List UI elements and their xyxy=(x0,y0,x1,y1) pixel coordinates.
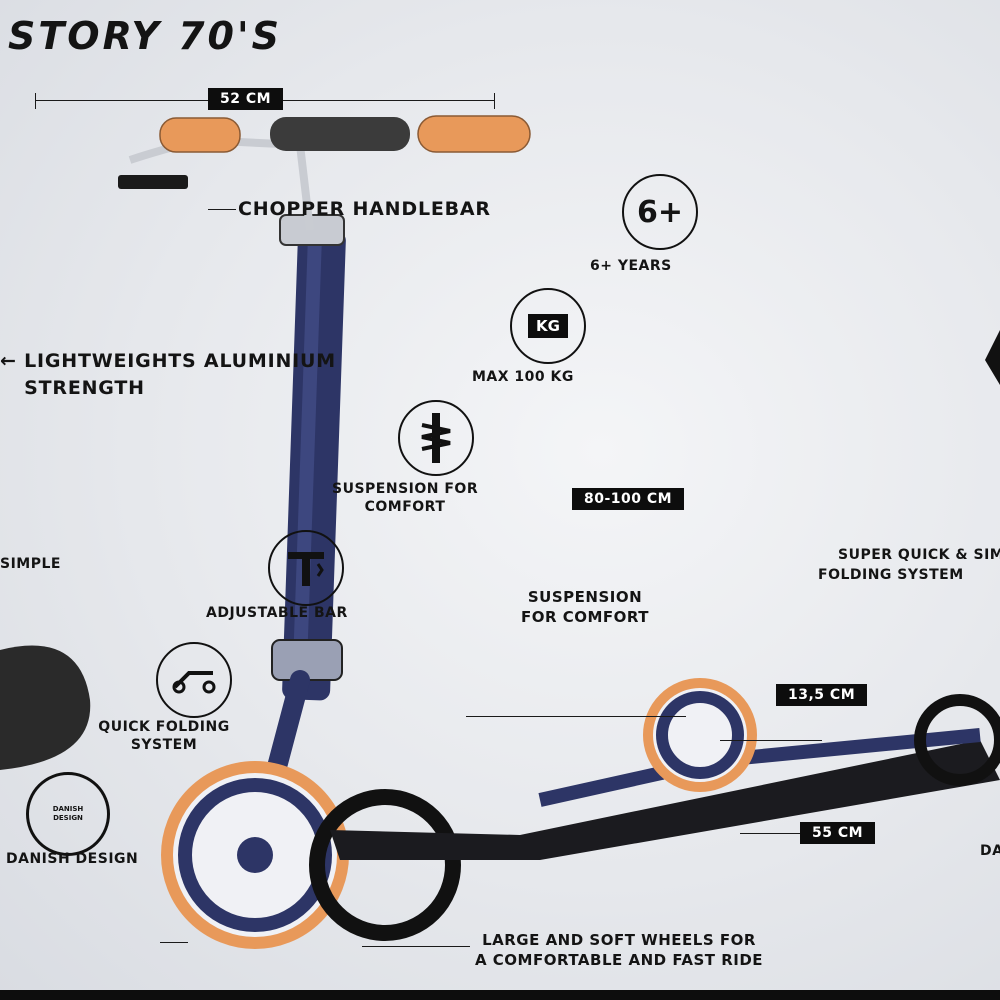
scooter-deck xyxy=(330,740,1000,860)
wheel-pointer-right xyxy=(362,946,470,947)
rear-wheel-frame xyxy=(309,789,461,941)
wheels-label-1: LARGE AND SOFT WHEELS FOR xyxy=(482,931,756,949)
danish-label: DANISH DESIGN xyxy=(6,851,139,867)
width-tick-right xyxy=(494,93,495,109)
handlebar-label: CHOPPER HANDLEBAR xyxy=(238,198,491,220)
bottom-bar xyxy=(0,990,1000,1000)
wheel-pointer-left xyxy=(160,942,188,943)
width-tick-left xyxy=(35,93,36,109)
adjustable-icon xyxy=(268,530,344,606)
left-grip xyxy=(159,117,241,153)
side-wheel-right xyxy=(914,694,1000,786)
suspension-label: SUSPENSION FOR COMFORT xyxy=(332,480,478,516)
deck-length-badge: 55 CM xyxy=(800,822,876,844)
handlebar-pointer xyxy=(208,209,236,210)
adjustable-label: ADJUSTABLE BAR xyxy=(206,605,348,621)
deck-height-line-2 xyxy=(720,740,822,741)
quick-folding-label-2: SYSTEM xyxy=(130,737,198,753)
suspension-label-1: SUSPENSION FOR xyxy=(332,481,479,497)
age-icon-text: 6+ xyxy=(636,194,683,230)
quick-folding-icon xyxy=(156,642,232,718)
spring-icon xyxy=(421,413,451,463)
lightweight-text-2: STRENGTH xyxy=(24,377,145,399)
quick-folding-label: QUICK FOLDING SYSTEM xyxy=(96,718,232,754)
danish-design-seal-icon: DANISH DESIGN xyxy=(26,772,110,856)
age-icon: 6+ xyxy=(622,174,698,250)
t-bar-icon xyxy=(288,552,324,586)
width-badge: 52 CM xyxy=(208,88,284,110)
folding-icon xyxy=(172,671,216,694)
wheels-label: LARGE AND SOFT WHEELS FOR A COMFORTABLE … xyxy=(454,930,784,970)
lightweight-text-1: LIGHTWEIGHTS ALUMINIUM xyxy=(24,350,336,372)
height-badge: 80-100 CM xyxy=(572,488,685,510)
right-grip xyxy=(417,115,531,153)
side-wheel-left xyxy=(0,645,91,770)
grip-sleeve xyxy=(270,117,410,151)
suspension-big-label-2: FOR COMFORT xyxy=(520,608,650,626)
product-title: STORY 70'S xyxy=(8,14,282,58)
quick-folding-label-1: QUICK FOLDING xyxy=(98,719,230,735)
wheels-label-2: A COMFORTABLE AND FAST RIDE xyxy=(474,951,764,969)
lightweight-arrow-icon: ← xyxy=(0,350,25,372)
lightweight-label-1: ← LIGHTWEIGHTS ALUMINIUM xyxy=(0,348,336,374)
suspension-label-2: COMFORT xyxy=(364,499,446,515)
seal-text: DANISH DESIGN xyxy=(52,805,84,822)
deck-height-badge: 13,5 CM xyxy=(776,684,868,706)
age-label: 6+ YEARS xyxy=(590,258,672,274)
weight-icon-text: KG xyxy=(528,314,568,338)
suspension-icon xyxy=(398,400,474,476)
max-weight-label: MAX 100 KG xyxy=(472,369,574,385)
suspension-big-label-1: SUSPENSION xyxy=(527,588,643,606)
super-quick-label-1: SUPER QUICK & SIMPLE xyxy=(838,547,1000,563)
deck-height-line xyxy=(466,716,686,717)
simple-label: SIMPLE xyxy=(0,556,61,572)
super-quick-label-2: FOLDING SYSTEM xyxy=(818,567,964,583)
lightweight-label-2: ← STRENGTH xyxy=(0,375,145,401)
deck-length-line xyxy=(740,833,800,834)
suspension-big-label: SUSPENSION FOR COMFORT xyxy=(500,587,670,627)
danish-label-right: DA xyxy=(980,843,1000,859)
brake-clamp xyxy=(118,175,188,189)
weight-icon: KG xyxy=(510,288,586,364)
